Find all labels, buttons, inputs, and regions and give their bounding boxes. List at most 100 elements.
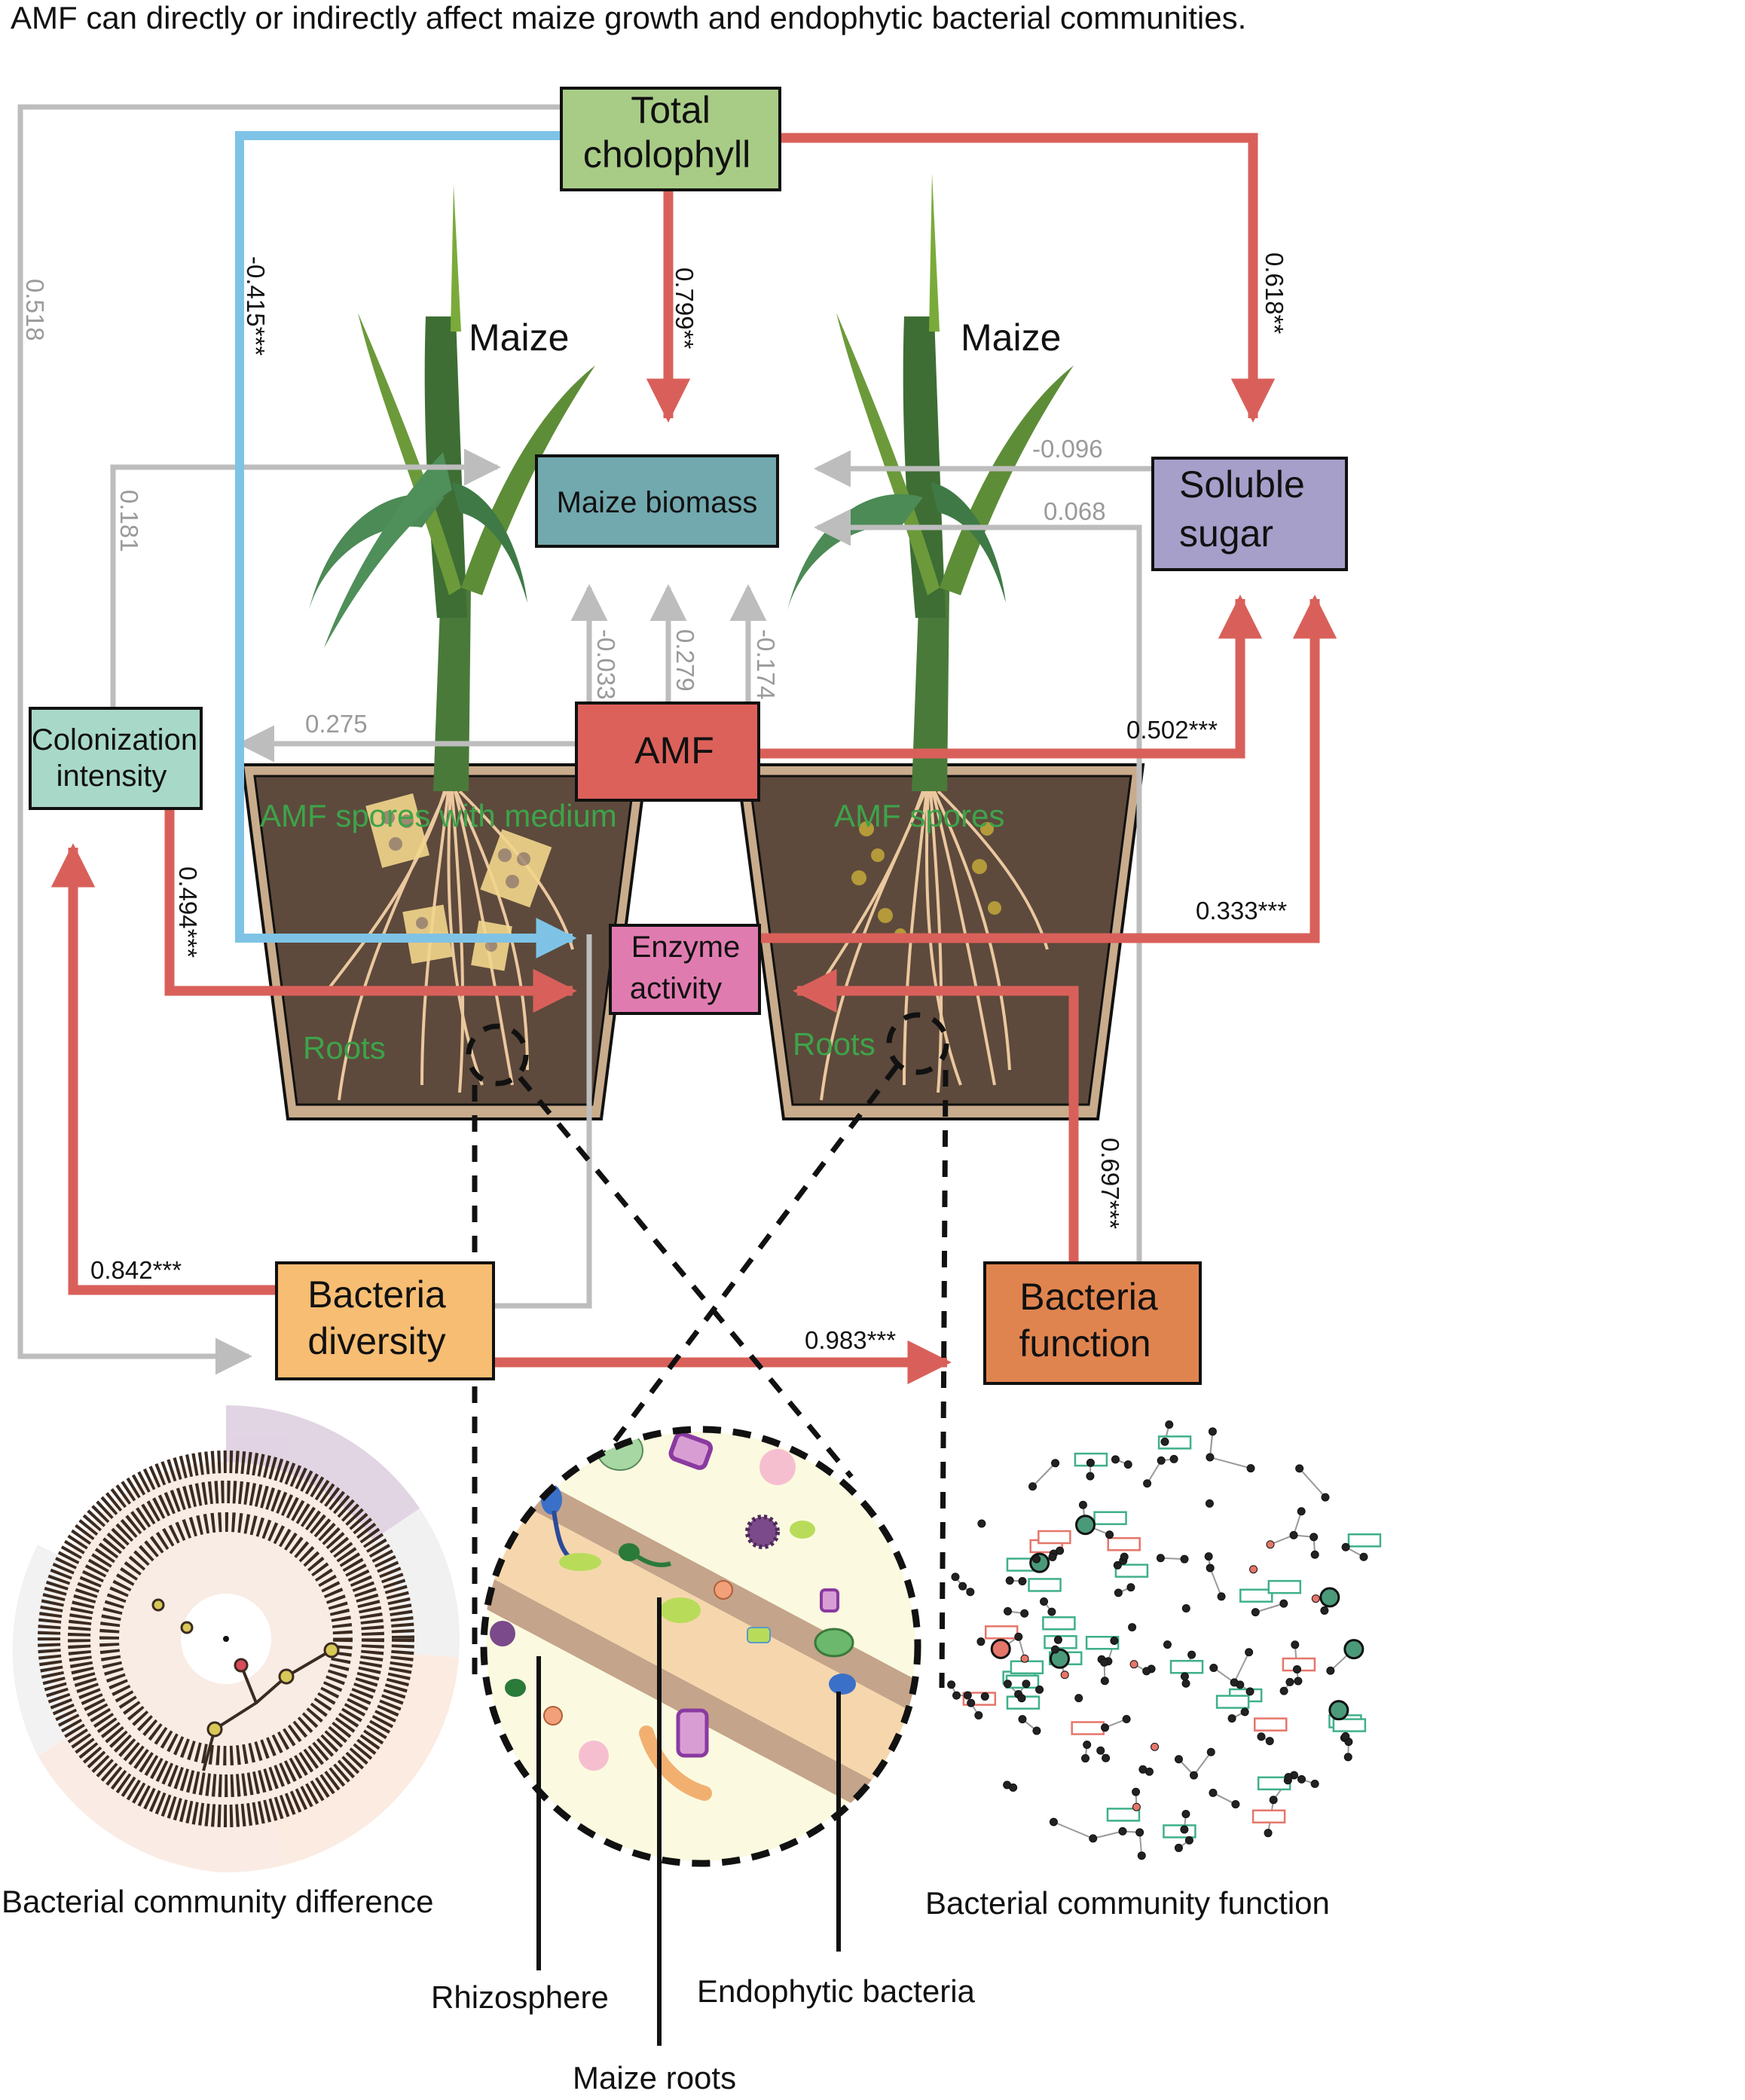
network-node bbox=[1126, 1583, 1135, 1592]
network-node bbox=[1310, 1550, 1319, 1559]
node-maize-biomass[interactable]: Maize biomass bbox=[535, 454, 779, 548]
coef-colonization-enzyme: 0.494*** bbox=[174, 867, 202, 958]
coef-enzyme-biomass: 0.279 bbox=[671, 629, 699, 692]
network-label-box bbox=[1215, 1695, 1250, 1709]
network-edge bbox=[1053, 1821, 1094, 1839]
network-node bbox=[1083, 1740, 1092, 1749]
coef-chlorophyll-sugar: 0.618** bbox=[1261, 252, 1288, 334]
path-function-enzyme bbox=[793, 968, 1079, 1263]
amf-spores bbox=[851, 821, 1001, 940]
network-edge bbox=[1031, 1463, 1056, 1487]
network-node bbox=[1018, 1577, 1027, 1586]
network-node bbox=[951, 1573, 960, 1582]
network-node bbox=[1118, 1826, 1127, 1836]
node-bacteria-diversity[interactable]: Bacteria diversity bbox=[275, 1261, 495, 1380]
network-node bbox=[966, 1588, 975, 1597]
network-node bbox=[1184, 1836, 1193, 1845]
network-node bbox=[1285, 1677, 1294, 1686]
network-node bbox=[1089, 1834, 1098, 1843]
node-amf[interactable]: AMF bbox=[575, 702, 760, 802]
callout-rhizosphere: Rhizosphere bbox=[431, 1979, 609, 2015]
node-colonization-line1: Colonization bbox=[32, 723, 197, 757]
path-function-biomass bbox=[814, 509, 1142, 1263]
significant-paths bbox=[50, 133, 1337, 1385]
network-node bbox=[1294, 1677, 1303, 1686]
path-chlorophyll-enzyme bbox=[235, 131, 577, 958]
path-chlorophyll-diversity bbox=[17, 104, 561, 1375]
network-node bbox=[1328, 1700, 1349, 1721]
path-amf-sugar bbox=[759, 595, 1263, 759]
network-edge bbox=[1213, 1667, 1235, 1683]
network-node bbox=[1249, 1565, 1258, 1574]
network-node bbox=[1135, 1828, 1144, 1837]
network-node bbox=[1160, 1437, 1169, 1446]
network-node bbox=[1246, 1464, 1255, 1473]
network-edge bbox=[1298, 1468, 1326, 1498]
network-node bbox=[1049, 1648, 1070, 1669]
network-node bbox=[1035, 1685, 1044, 1694]
network-node bbox=[1187, 1650, 1196, 1659]
network-node bbox=[1297, 1507, 1306, 1516]
network-node bbox=[976, 1637, 986, 1646]
network-label-box bbox=[1254, 1717, 1288, 1732]
network-node bbox=[1279, 1599, 1288, 1608]
node-soluble-sugar-line1: Soluble bbox=[1179, 463, 1305, 506]
network-edge bbox=[1233, 1652, 1250, 1683]
network-node bbox=[1291, 1640, 1300, 1649]
node-colonization-intensity[interactable]: Colonization intensity bbox=[29, 707, 203, 810]
network-node bbox=[1297, 1774, 1306, 1784]
network-label-box bbox=[1005, 1674, 1040, 1689]
network-node bbox=[1020, 1609, 1029, 1618]
network-label-box bbox=[1267, 1579, 1302, 1594]
network-node bbox=[980, 1692, 989, 1701]
network-node bbox=[1143, 1479, 1152, 1488]
network-node bbox=[1206, 1453, 1215, 1462]
network-node bbox=[1245, 1648, 1254, 1657]
callout-maize-roots: Maize roots bbox=[573, 2060, 736, 2095]
network-node bbox=[1343, 1639, 1365, 1660]
network-label-box bbox=[1038, 1530, 1071, 1545]
network-node bbox=[1180, 1554, 1189, 1564]
network-node bbox=[1209, 1663, 1218, 1672]
right-roots-label: Roots bbox=[793, 1026, 876, 1062]
network-node bbox=[1310, 1533, 1319, 1542]
network-node bbox=[1074, 1694, 1083, 1703]
network-node bbox=[974, 1711, 983, 1720]
node-function-line1: Bacteria bbox=[1019, 1276, 1158, 1318]
network-label-box bbox=[984, 1625, 1019, 1640]
network-node bbox=[1096, 1746, 1105, 1755]
network-node bbox=[1014, 1632, 1023, 1641]
network-label-box bbox=[1071, 1721, 1105, 1735]
node-soluble-sugar[interactable]: Soluble sugar bbox=[1151, 457, 1348, 571]
network-node bbox=[1100, 1677, 1109, 1686]
network-node bbox=[1163, 1640, 1172, 1649]
network-node bbox=[1245, 1687, 1255, 1696]
coef-amf-colonization: 0.275 bbox=[305, 710, 368, 738]
network-node bbox=[1266, 1540, 1275, 1549]
node-enzyme-activity[interactable]: Enzyme activity bbox=[609, 924, 761, 1015]
network-node bbox=[1279, 1686, 1288, 1695]
node-total-chlorophyll[interactable]: Total cholophyll bbox=[560, 87, 781, 191]
coef-chlorophyll-diversity: 0.518 bbox=[21, 279, 49, 341]
path-chlorophyll-sugar bbox=[780, 133, 1276, 423]
network-node bbox=[1123, 1460, 1132, 1469]
coef-function-enzyme: 0.697*** bbox=[1096, 1138, 1124, 1229]
network-node bbox=[1157, 1456, 1166, 1465]
rhizosphere-zoom-panel bbox=[480, 1426, 921, 1867]
network-node bbox=[1151, 1742, 1160, 1751]
network-node bbox=[1292, 1664, 1301, 1674]
node-bacteria-function[interactable]: Bacteria function bbox=[983, 1261, 1202, 1385]
network-node bbox=[1240, 1707, 1249, 1716]
network-node bbox=[1137, 1851, 1146, 1860]
network-node bbox=[1028, 1482, 1038, 1491]
network-node bbox=[1113, 1560, 1122, 1570]
node-enzyme-line2: activity bbox=[630, 972, 722, 1005]
network-label-box bbox=[1010, 1660, 1044, 1674]
coef-chlorophyll-enzyme: -0.415*** bbox=[242, 256, 270, 356]
network-node bbox=[1343, 1753, 1352, 1762]
path-enzyme-sugar bbox=[759, 595, 1337, 943]
network-node bbox=[1295, 1464, 1304, 1473]
network-node bbox=[1180, 1825, 1189, 1834]
network-node bbox=[1003, 1680, 1012, 1689]
